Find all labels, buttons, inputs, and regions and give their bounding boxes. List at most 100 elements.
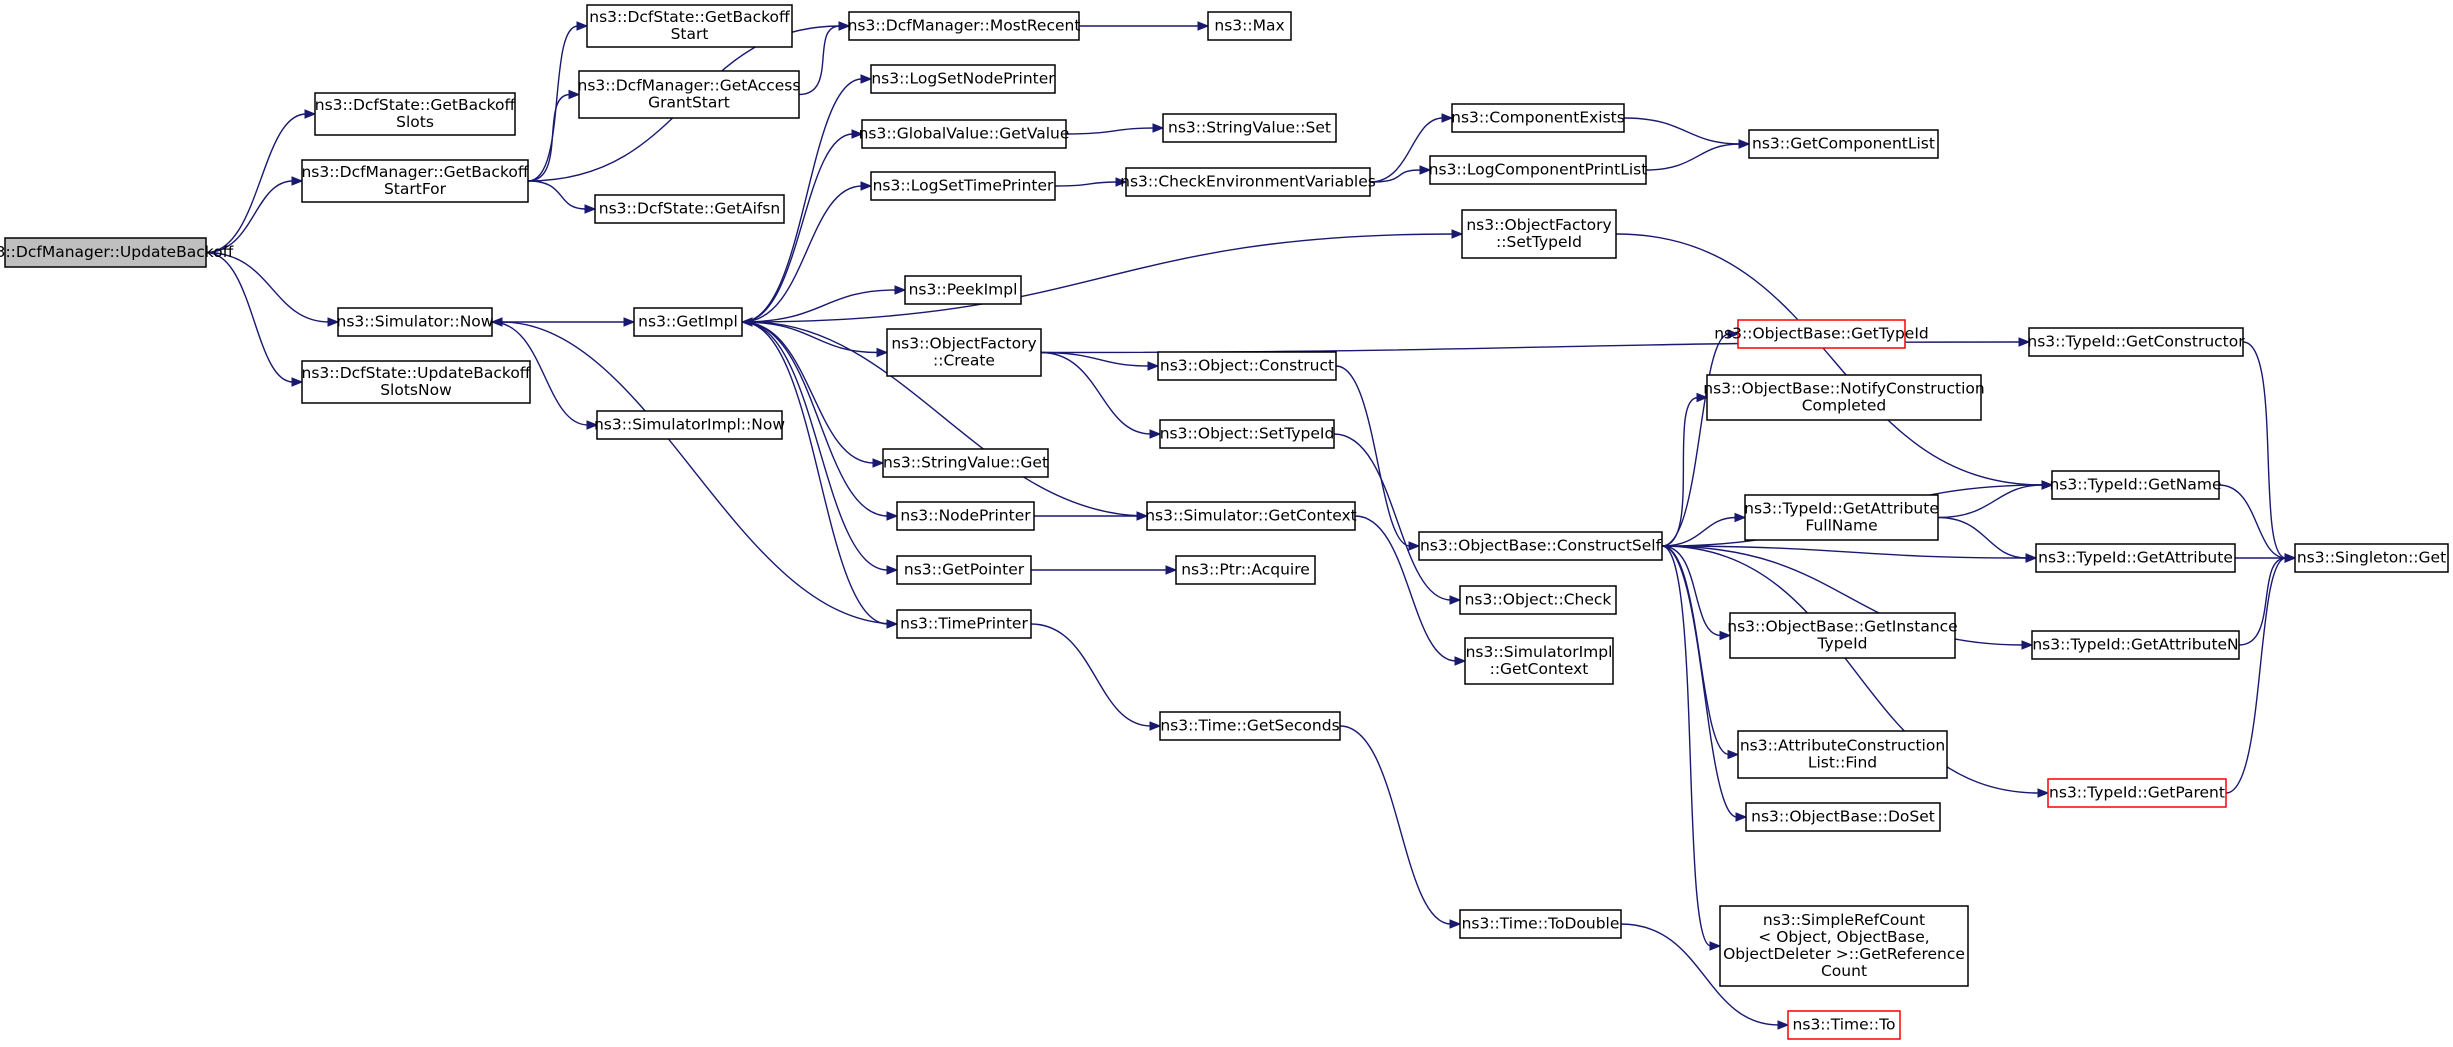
node-max[interactable]: ns3::Max [1207,11,1292,41]
node-box[interactable] [1464,637,1614,685]
node-box[interactable] [896,501,1035,531]
node-box[interactable] [1418,531,1663,561]
node-box[interactable] [301,360,531,404]
node-box[interactable] [1157,351,1337,381]
node-box[interactable] [886,328,1042,377]
node-tgn[interactable]: ns3::TypeId::GetName [2049,470,2222,500]
node-box[interactable] [904,275,1022,305]
node-obgt[interactable]: ns3::ObjectBase::GetTypeId [1714,319,1929,349]
node-aifsn[interactable]: ns3::DcfState::GetAifsn [594,194,785,224]
node-now[interactable]: ns3::Simulator::Now [337,307,494,337]
node-box[interactable] [1459,585,1617,615]
node-ost[interactable]: ns3::Object::SetTypeId [1159,419,1335,449]
node-svget[interactable]: ns3::StringValue::Get [882,448,1049,478]
node-box[interactable] [1744,494,1939,541]
node-box[interactable] [633,307,743,337]
node-box[interactable] [1748,129,1939,159]
node-box[interactable] [1451,103,1625,133]
node-ofst[interactable]: ns3::ObjectFactory::SetTypeId [1461,209,1617,259]
node-gvgv[interactable]: ns3::GlobalValue::GetValue [859,119,1070,149]
node-box[interactable] [896,555,1032,585]
node-box[interactable] [586,4,793,48]
node-obnc[interactable]: ns3::ObjectBase::NotifyConstructionCompl… [1703,374,1985,421]
node-sigc[interactable]: ns3::SimulatorImpl::GetContext [1464,637,1614,685]
node-box[interactable] [2294,543,2449,573]
node-box[interactable] [1175,555,1316,585]
node-box[interactable] [1737,730,1948,779]
node-box[interactable] [2028,327,2244,357]
node-svset[interactable]: ns3::StringValue::Set [1162,113,1337,143]
node-box[interactable] [848,11,1080,41]
node-box[interactable] [1162,113,1337,143]
node-box[interactable] [4,237,207,268]
node-box[interactable] [870,171,1056,201]
node-obcs[interactable]: ns3::ObjectBase::ConstructSelf [1418,531,1663,561]
node-box[interactable] [2047,778,2227,808]
node-lcpl[interactable]: ns3::LogComponentPrintList [1429,155,1648,185]
node-pa[interactable]: ns3::Ptr::Acquire [1175,555,1316,585]
node-box[interactable] [1146,501,1356,531]
node-gp[interactable]: ns3::GetPointer [896,555,1032,585]
node-box[interactable] [1429,155,1647,185]
node-box[interactable] [1787,1010,1901,1040]
node-box[interactable] [1207,11,1292,41]
node-lsnp[interactable]: ns3::LogSetNodePrinter [870,64,1056,94]
node-box[interactable] [301,159,529,203]
node-box[interactable] [1461,209,1617,259]
node-box[interactable] [1706,374,1982,421]
node-box[interactable] [870,64,1056,94]
node-box[interactable] [1729,612,1956,659]
node-box[interactable] [2031,630,2240,660]
node-box[interactable] [1125,167,1371,197]
node-ochk[interactable]: ns3::Object::Check [1459,585,1617,615]
node-box[interactable] [1159,711,1341,741]
node-box[interactable] [2051,470,2220,500]
node-box[interactable] [594,194,785,224]
node-lstp[interactable]: ns3::LogSetTimePrinter [870,171,1056,201]
node-gcl[interactable]: ns3::GetComponentList [1748,129,1939,159]
node-tga[interactable]: ns3::TypeId::GetAttribute [2035,543,2236,573]
node-obds[interactable]: ns3::ObjectBase::DoSet [1745,802,1941,832]
node-box[interactable] [337,307,493,337]
node-tto[interactable]: ns3::Time::To [1787,1010,1901,1040]
node-tgan[interactable]: ns3::TypeId::GetAttributeN [2031,630,2240,660]
node-box[interactable] [896,609,1032,639]
node-sg[interactable]: ns3::Singleton::Get [2294,543,2449,573]
node-tgp[interactable]: ns3::TypeId::GetParent [2047,778,2227,808]
node-sgc[interactable]: ns3::Simulator::GetContext [1145,501,1357,531]
node-getimpl[interactable]: ns3::GetImpl [633,307,743,337]
node-tp[interactable]: ns3::TimePrinter [896,609,1032,639]
node-box[interactable] [1737,319,1906,349]
node-cev[interactable]: ns3::CheckEnvironmentVariables [1120,167,1376,197]
node-box[interactable] [861,119,1067,149]
node-np[interactable]: ns3::NodePrinter [896,501,1035,531]
node-box[interactable] [1459,909,1622,939]
node-box[interactable] [1719,905,1969,987]
node-oc[interactable]: ns3::Object::Construct [1157,351,1337,381]
node-tgs[interactable]: ns3::Time::GetSeconds [1159,711,1341,741]
node-box[interactable] [314,92,516,136]
node-ttd[interactable]: ns3::Time::ToDouble [1459,909,1622,939]
node-box[interactable] [882,448,1049,478]
node-mr[interactable]: ns3::DcfManager::MostRecent [848,11,1081,41]
node-box[interactable] [596,410,783,440]
node-tgc[interactable]: ns3::TypeId::GetConstructor [2027,327,2245,357]
node-ofc[interactable]: ns3::ObjectFactory::Create [886,328,1042,377]
node-box[interactable] [1159,419,1335,449]
node-box[interactable] [2035,543,2236,573]
node-peek[interactable]: ns3::PeekImpl [904,275,1022,305]
node-ce[interactable]: ns3::ComponentExists [1451,103,1625,133]
node-box[interactable] [1745,802,1941,832]
node-root[interactable]: ns3::DcfManager::UpdateBackoff [0,237,234,268]
node-box[interactable] [578,70,800,119]
node-srcgrc[interactable]: ns3::SimpleRefCount< Object, ObjectBase,… [1719,905,1969,987]
node-siNow[interactable]: ns3::SimulatorImpl::Now [594,410,785,440]
